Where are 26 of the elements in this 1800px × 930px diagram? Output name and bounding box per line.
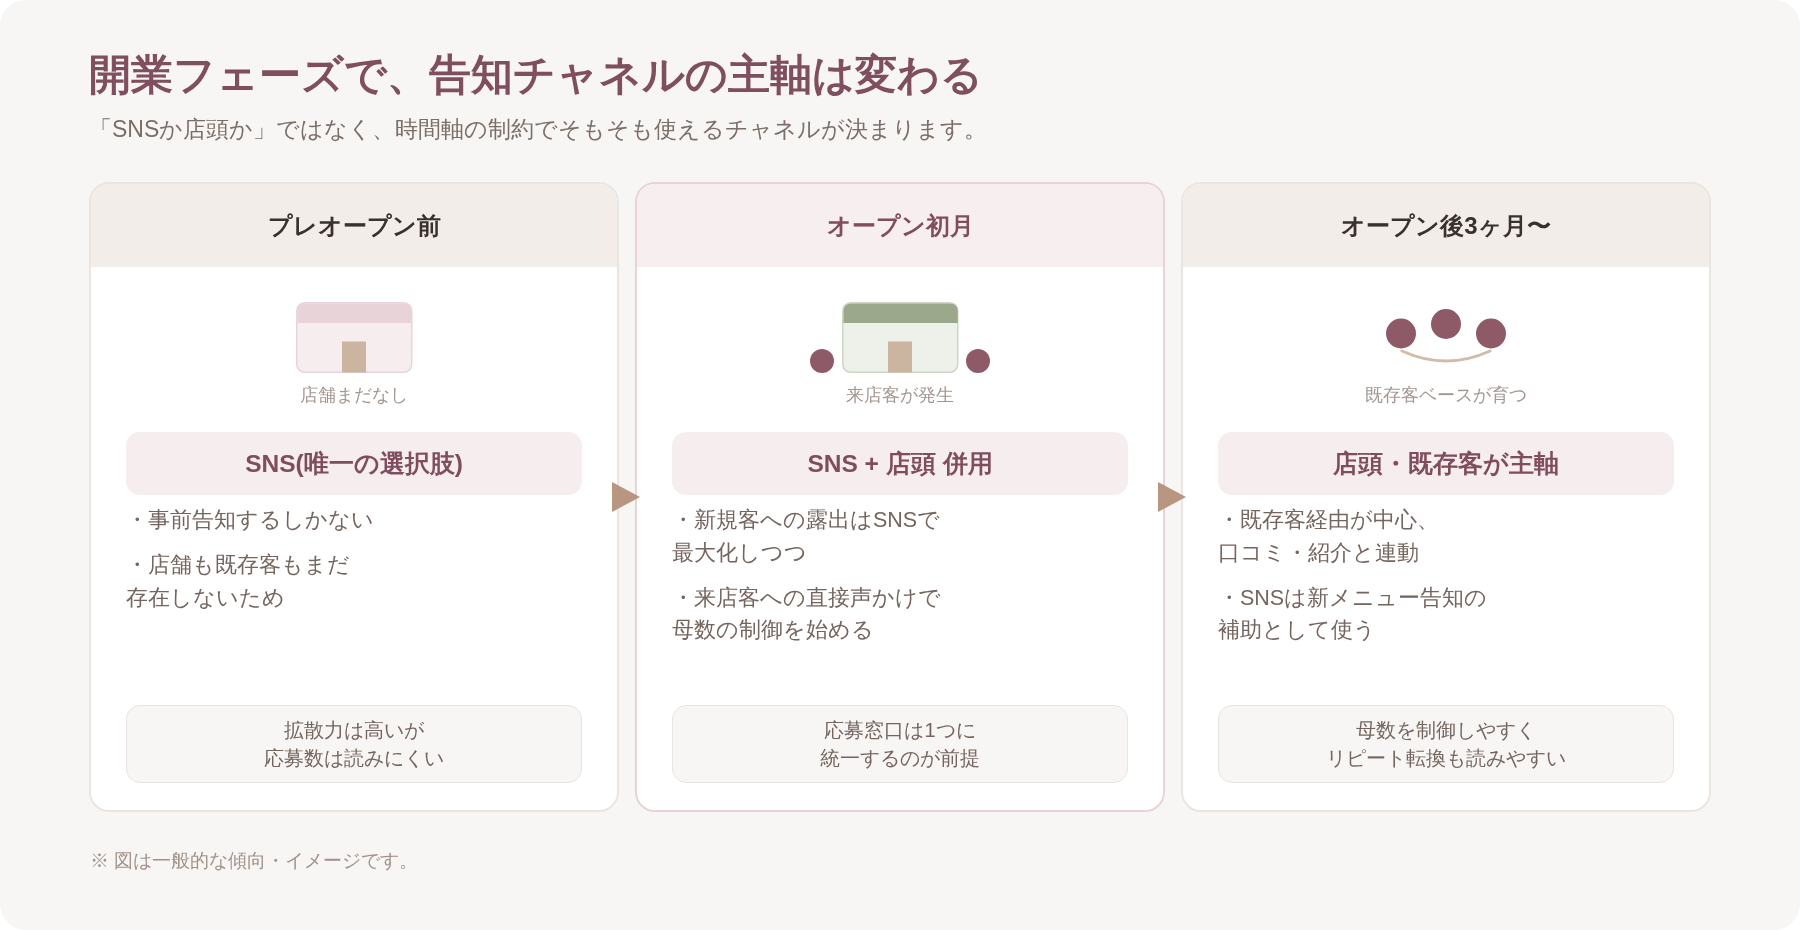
bullet-text: ・新規客への露出はSNSで最大化しつつ [672,507,942,567]
channel-tag: SNS + 店頭 併用 [672,432,1128,495]
phase-card [1181,182,1711,812]
channel-tag: SNS(唯一の選択肢) [126,432,582,495]
arrow [612,482,640,512]
phase-header: プレオープン前 [91,184,617,267]
bullet-text: ・店舗も既存客もまだ存在しないため [126,552,351,612]
bullet-text: ・来店客への直接声かけで母数の制御を始める [672,584,942,644]
footnote: ※ 図は一般的な傾向・イメージです。 [90,849,419,873]
note-box: 応募窓口は1つに統一するのが前提 [672,705,1128,783]
note-box: 拡散力は高いが応募数は読みにくい [126,705,582,783]
icon-caption: 来店客が発生 [846,384,954,406]
channel-tag: 店頭・既存客が主軸 [1218,432,1674,495]
phase-header: オープン初月 [637,184,1163,267]
bullet-text: ・既存客経由が中心、口コミ・紹介と連動 [1218,507,1440,567]
bullet-text: ・事前告知するしかない [126,507,374,534]
icon-caption: 既存客ベースが育つ [1365,384,1527,406]
title: 開業フェーズで、告知チャネルの主軸は変わる [89,51,983,100]
note-box: 母数を制御しやすくリピート転換も読みやすい [1218,705,1674,783]
phase-card [635,182,1165,812]
phase-card [89,182,619,812]
icon-caption: 店舗まだなし [300,384,408,406]
phase-header: オープン後3ヶ月〜 [1183,184,1709,267]
arrow [1158,482,1186,512]
subtitle: 「SNSか店頭か」ではなく、時間軸の制約でそもそも使えるチャネルが決まります。 [89,115,988,144]
bullet-text: ・SNSは新メニュー告知の補助として使う [1218,584,1489,644]
